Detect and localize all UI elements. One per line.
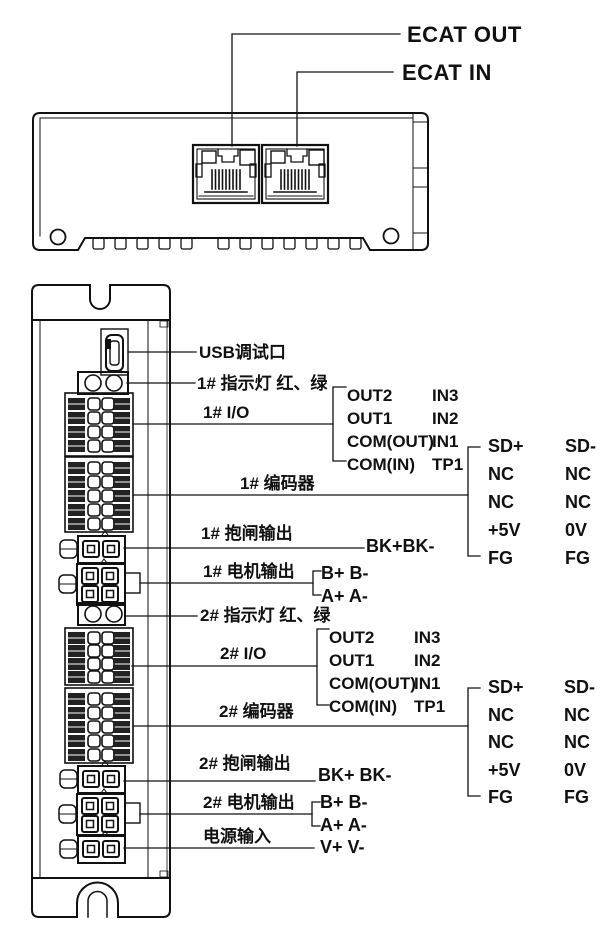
screw-hole-left (49, 228, 67, 246)
io1-label: 1# I/O (203, 403, 250, 422)
brake2-pins: BK+ BK- (318, 765, 392, 785)
motor2-pins-a: A+ A- (320, 815, 367, 835)
ecat-in-label: ECAT IN (402, 60, 492, 85)
power-connector (59, 830, 126, 864)
motor2-label: 2# 电机输出 (203, 793, 295, 812)
motor1-pins-b: B+ B- (321, 563, 369, 583)
motor1-pins-a: A+ A- (321, 586, 368, 606)
usb-label: USB调试口 (199, 343, 286, 362)
brake1-label: 1# 抱闸输出 (201, 524, 293, 543)
power-label: 电源输入 (203, 827, 271, 846)
ecat-leader-lines (231, 33, 401, 147)
motor1-connector (58, 558, 141, 606)
pin-row: SD+SD- (488, 435, 596, 456)
pin-row: COM(IN)TP1 (347, 454, 464, 474)
side-strip (412, 121, 429, 234)
motor2-pins-b: B+ B- (320, 792, 368, 812)
pin-row: SD+SD- (488, 677, 595, 698)
heatsink-fins (92, 237, 362, 250)
power-pins: V+ V- (320, 837, 365, 857)
pin-row: COM(OUT)IN1 (329, 673, 441, 693)
indicator1-label: 1# 指示灯 红、绿 (197, 374, 328, 393)
encoder2-label: 2# 编码器 (219, 702, 294, 721)
pin-row: COM(IN)TP1 (329, 696, 446, 716)
motor1-label: 1# 电机输出 (203, 562, 295, 581)
io2-label: 2# I/O (220, 644, 267, 663)
screw-hole-right (382, 227, 400, 245)
ecat-out-label: ECAT OUT (407, 22, 522, 47)
brake2-label: 2# 抱闸输出 (199, 754, 291, 773)
front-device (31, 284, 171, 918)
io2-terminal-block (64, 627, 134, 686)
indicator2-leds (77, 602, 126, 626)
pin-row: COM(OUT)IN1 (347, 431, 459, 451)
brake1-pins: BK+BK- (366, 536, 435, 556)
top-device (32, 33, 429, 251)
encoder1-label: 1# 编码器 (240, 474, 315, 493)
indicator2-label: 2# 指示灯 红、绿 (200, 606, 331, 625)
leader-lines (123, 351, 481, 849)
